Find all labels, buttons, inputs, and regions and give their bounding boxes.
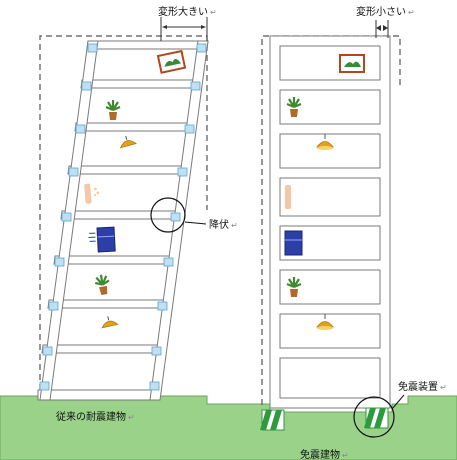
yield-label: 降伏↵ (209, 218, 238, 231)
picture-frame-icon (156, 49, 187, 74)
joints-left (39, 43, 207, 391)
isolation-circle (353, 396, 395, 438)
arrowhead-right (201, 25, 206, 29)
bottle-icon (84, 183, 100, 204)
conventional-building-label: 従来の耐震建物↵ (56, 410, 135, 423)
isolated-building (260, 20, 405, 438)
isolation-leader (391, 394, 405, 410)
original-outline-left (39, 35, 208, 400)
original-outline-right (261, 35, 401, 405)
ground (0, 395, 457, 460)
conventional-building (37, 17, 209, 401)
yield-leader (184, 221, 207, 225)
isolated-building-label: 免震建物↵ (300, 448, 349, 460)
ceiling-lamp-icon (316, 134, 334, 150)
refrigerator-icon (284, 230, 303, 256)
picture-frame-icon (339, 54, 365, 73)
isolator-right (364, 407, 389, 429)
arrowhead-left (162, 25, 167, 29)
potted-plant-icon (286, 97, 302, 117)
ceiling-lamp-icon (101, 316, 119, 329)
deform-small-arrow-r (383, 25, 388, 31)
yield-circle (150, 197, 186, 233)
potted-plant-icon (286, 277, 302, 297)
deform-small-arrow (376, 25, 381, 31)
ceiling-lamp-icon (119, 135, 137, 149)
isolation-device-label: 免震装置↵ (398, 380, 447, 393)
deform-small-label: 変形小さい↵ (356, 5, 415, 18)
ceiling-lamp-icon (316, 314, 334, 330)
potted-plant-icon (105, 100, 121, 120)
isolator-left (260, 409, 285, 431)
refrigerator-icon (88, 226, 116, 253)
deform-large-label: 変形大きい↵ (158, 5, 217, 18)
potted-plant-icon (94, 274, 110, 296)
bottle-icon (285, 185, 291, 209)
